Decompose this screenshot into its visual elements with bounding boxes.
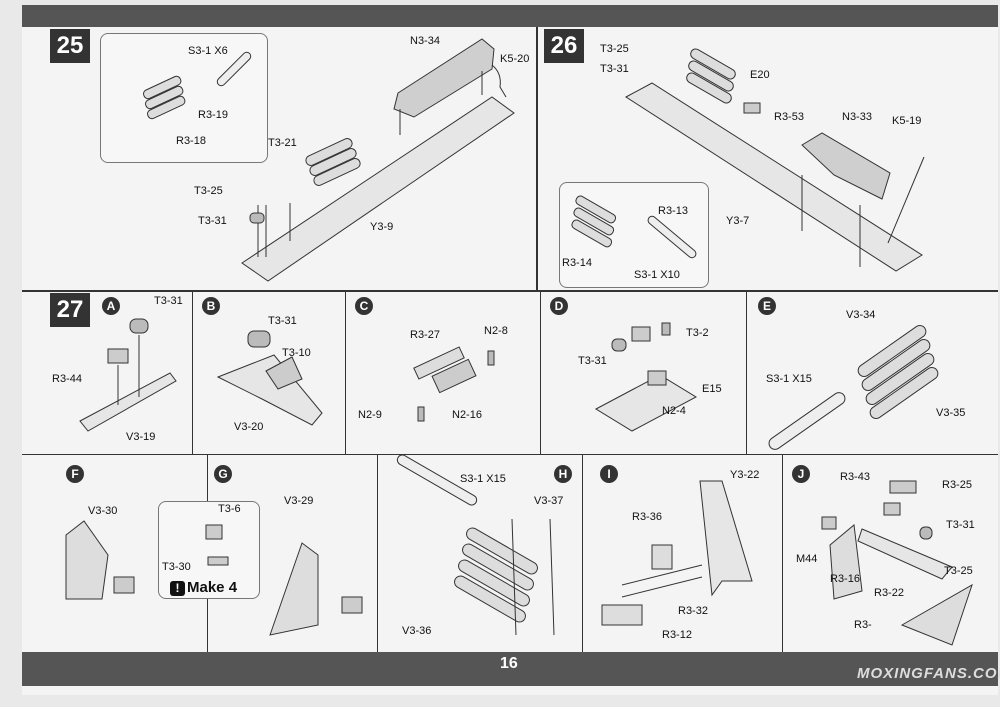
part-label: T3-10 bbox=[282, 347, 311, 359]
part-label: V3-30 bbox=[88, 505, 118, 517]
divider bbox=[782, 454, 783, 652]
divider bbox=[377, 454, 378, 652]
substep-h: H bbox=[554, 465, 572, 483]
part-label: S3-1 X15 bbox=[766, 373, 812, 385]
assembly-drawings bbox=[65, 38, 973, 646]
part-label: R3-32 bbox=[678, 605, 708, 617]
part-label: T3-31 bbox=[946, 519, 975, 531]
substep-c: C bbox=[355, 297, 373, 315]
part-label: R3-19 bbox=[198, 109, 228, 121]
substep-e: E bbox=[758, 297, 776, 315]
page-number: 16 bbox=[500, 655, 518, 672]
substep-i: I bbox=[600, 465, 618, 483]
make-4-note: !Make 4 bbox=[170, 579, 237, 596]
step-number-26: 26 bbox=[544, 29, 584, 63]
part-label: Y3-9 bbox=[370, 221, 394, 233]
part-label: R3-43 bbox=[840, 471, 870, 483]
substep-a: A bbox=[102, 297, 120, 315]
part-label: V3-34 bbox=[846, 309, 876, 321]
divider bbox=[345, 292, 346, 454]
instruction-page: 25 26 27 bbox=[22, 5, 1000, 695]
part-label: V3-36 bbox=[402, 625, 432, 637]
part-label: R3-16 bbox=[830, 573, 860, 585]
substep-b: B bbox=[202, 297, 220, 315]
divider bbox=[746, 292, 747, 454]
divider bbox=[192, 292, 193, 454]
part-label: S3-1 X15 bbox=[460, 473, 506, 485]
bottom-bar bbox=[22, 652, 998, 686]
divider bbox=[582, 454, 583, 652]
part-label: K5-19 bbox=[892, 115, 922, 127]
part-label: R3-25 bbox=[942, 479, 972, 491]
divider bbox=[536, 27, 538, 290]
part-label: T3-25 bbox=[944, 565, 973, 577]
part-label: Y3-22 bbox=[730, 469, 760, 481]
part-label: T3-2 bbox=[686, 327, 709, 339]
part-label: R3- bbox=[854, 619, 872, 631]
divider bbox=[22, 454, 998, 455]
cover-n3-34 bbox=[393, 38, 495, 118]
part-label: T3-30 bbox=[162, 561, 191, 573]
cover-n3-33 bbox=[801, 132, 891, 200]
part-label: R3-18 bbox=[176, 135, 206, 147]
part-label: N2-16 bbox=[452, 409, 482, 421]
divider bbox=[540, 292, 541, 454]
part-label: R3-27 bbox=[410, 329, 440, 341]
part-label: V3-29 bbox=[284, 495, 314, 507]
part-label: T3-21 bbox=[268, 137, 297, 149]
plate-y3-7 bbox=[625, 82, 923, 272]
part-label: T3-31 bbox=[600, 63, 629, 75]
part-label: V3-35 bbox=[936, 407, 966, 419]
part-label: R3-53 bbox=[774, 111, 804, 123]
part-label: R3-12 bbox=[662, 629, 692, 641]
part-label: R3-13 bbox=[658, 205, 688, 217]
rocket-pack-25 bbox=[305, 138, 361, 186]
part-label: T3-25 bbox=[600, 43, 629, 55]
plate-y3-9 bbox=[241, 96, 515, 282]
warning-icon: ! bbox=[170, 581, 185, 596]
substep-f: F bbox=[66, 465, 84, 483]
part-label: T3-31 bbox=[268, 315, 297, 327]
rocket-pack-26 bbox=[686, 48, 736, 104]
watermark: MOXINGFANS.COM bbox=[857, 665, 1000, 682]
substep-j: J bbox=[792, 465, 810, 483]
part-label: S3-1 X10 bbox=[634, 269, 680, 281]
step-number-27: 27 bbox=[50, 293, 90, 327]
rocket-rack-e bbox=[768, 324, 939, 450]
part-label: E20 bbox=[750, 69, 770, 81]
top-bar bbox=[22, 5, 998, 27]
part-label: T3-6 bbox=[218, 503, 241, 515]
part-label: K5-20 bbox=[500, 53, 530, 65]
substep-d: D bbox=[550, 297, 568, 315]
part-label: T3-31 bbox=[578, 355, 607, 367]
part-label: T3-25 bbox=[194, 185, 223, 197]
inset-rockets-25 bbox=[142, 51, 252, 120]
part-label: N3-34 bbox=[410, 35, 440, 47]
part-label: N2-8 bbox=[484, 325, 508, 337]
part-label: M44 bbox=[796, 553, 818, 565]
part-label: V3-20 bbox=[234, 421, 264, 433]
part-label: R3-22 bbox=[874, 587, 904, 599]
part-label: N2-4 bbox=[662, 405, 686, 417]
substep-g: G bbox=[214, 465, 232, 483]
part-label: R3-36 bbox=[632, 511, 662, 523]
divider bbox=[22, 290, 998, 292]
part-label: R3-44 bbox=[52, 373, 82, 385]
part-label: T3-31 bbox=[198, 215, 227, 227]
rocket-rack-h bbox=[396, 454, 555, 636]
inset-rockets-26 bbox=[571, 195, 697, 259]
part-label: S3-1 X6 bbox=[188, 45, 228, 57]
part-label: V3-19 bbox=[126, 431, 156, 443]
make-note-text: Make 4 bbox=[187, 579, 238, 596]
part-label: N3-33 bbox=[842, 111, 872, 123]
part-label: Y3-7 bbox=[726, 215, 750, 227]
part-label: R3-14 bbox=[562, 257, 592, 269]
step-number-25: 25 bbox=[50, 29, 90, 63]
part-label: N2-9 bbox=[358, 409, 382, 421]
part-label: E15 bbox=[702, 383, 722, 395]
part-label: V3-37 bbox=[534, 495, 564, 507]
part-label: T3-31 bbox=[154, 295, 183, 307]
